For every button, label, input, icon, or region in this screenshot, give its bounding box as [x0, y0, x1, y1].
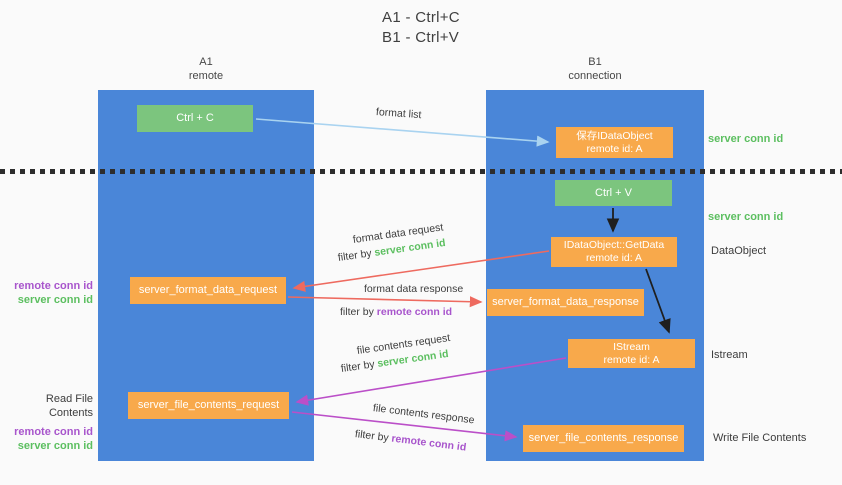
filter-by-prefix: filter by — [337, 246, 376, 264]
node-server-format-data-response-label: server_format_data_response — [492, 296, 639, 308]
remote-conn-id-label: remote conn id — [14, 280, 93, 292]
title-line-2: B1 - Ctrl+V — [382, 29, 460, 46]
server-conn-id-label-mid: server conn id — [708, 211, 784, 223]
filter-by-prefix: filter by — [340, 357, 379, 375]
node-server-file-contents-response-label: server_file_contents_response — [528, 432, 679, 444]
node-idataobject-getdata-line1: IDataObject::GetData — [563, 239, 665, 251]
node-idataobject-getdata-line2: remote id: A — [585, 252, 643, 264]
title-line-1: A1 - Ctrl+C — [382, 9, 460, 26]
format-data-response-filter-label: filter by remote conn id — [340, 306, 452, 318]
filter-by-prefix: filter by — [340, 306, 377, 318]
format-data-response-arrow — [287, 296, 483, 308]
node-ctrl-v: Ctrl + V — [555, 180, 672, 206]
node-server-format-data-request-label: server_format_data_request — [138, 284, 278, 296]
file-contents-response-label: file contents response — [372, 402, 476, 427]
read-file-contents-label: Read File Contents — [45, 393, 93, 419]
node-save-idataobject-line1: 保存IDataObject — [576, 129, 653, 142]
right-column-header: B1 connection — [535, 55, 655, 83]
node-save-idataobject-line2: remote id: A — [586, 142, 643, 155]
dataobject-label: DataObject — [711, 245, 767, 257]
right-column-role: connection — [568, 70, 622, 82]
istream-side-label: Istream — [711, 349, 748, 361]
server-conn-id-label: server conn id — [17, 294, 93, 306]
left-column-name: A1 — [199, 56, 213, 68]
node-istream-line1: IStream — [613, 340, 650, 353]
session-separator-dashed-line — [0, 169, 842, 174]
node-server-file-contents-response: server_file_contents_response — [523, 425, 684, 452]
node-server-format-data-request: server_format_data_request — [130, 277, 286, 304]
remote-conn-id-label: remote conn id — [14, 426, 93, 438]
node-istream-line2: remote id: A — [603, 353, 660, 366]
format-conn-id-group: remote conn id server conn id — [0, 279, 93, 307]
right-column-name: B1 — [588, 56, 602, 68]
node-istream: IStream remote id: A — [568, 339, 695, 368]
node-idataobject-getdata: IDataObject::GetData remote id: A — [551, 237, 677, 267]
node-ctrl-c: Ctrl + C — [137, 105, 253, 132]
node-ctrl-v-label: Ctrl + V — [595, 186, 632, 199]
left-column-header: A1 remote — [146, 55, 266, 83]
left-column-role: remote — [188, 70, 224, 82]
node-server-file-contents-request-label: server_file_contents_request — [137, 399, 280, 411]
server-conn-id-label: server conn id — [17, 440, 93, 452]
filter-by-prefix: filter by — [354, 428, 393, 445]
node-save-idataobject: 保存IDataObject remote id: A — [556, 127, 673, 158]
node-server-format-data-response: server_format_data_response — [487, 289, 644, 316]
node-server-file-contents-request: server_file_contents_request — [128, 392, 289, 419]
remote-conn-id-keyword: remote conn id — [376, 306, 453, 318]
server-conn-id-label-top: server conn id — [708, 133, 784, 145]
node-ctrl-c-label: Ctrl + C — [176, 112, 214, 124]
file-contents-response-filter-label: filter by remote conn id — [354, 428, 467, 454]
diagram-title: A1 - Ctrl+C B1 - Ctrl+V — [0, 8, 842, 48]
remote-conn-id-keyword: remote conn id — [390, 432, 467, 454]
file-conn-id-group: Read File Contents remote conn id server… — [0, 392, 93, 453]
format-list-label: format list — [375, 106, 422, 122]
format-data-response-label: format data response — [364, 283, 464, 295]
write-file-contents-label: Write File Contents — [713, 432, 807, 444]
